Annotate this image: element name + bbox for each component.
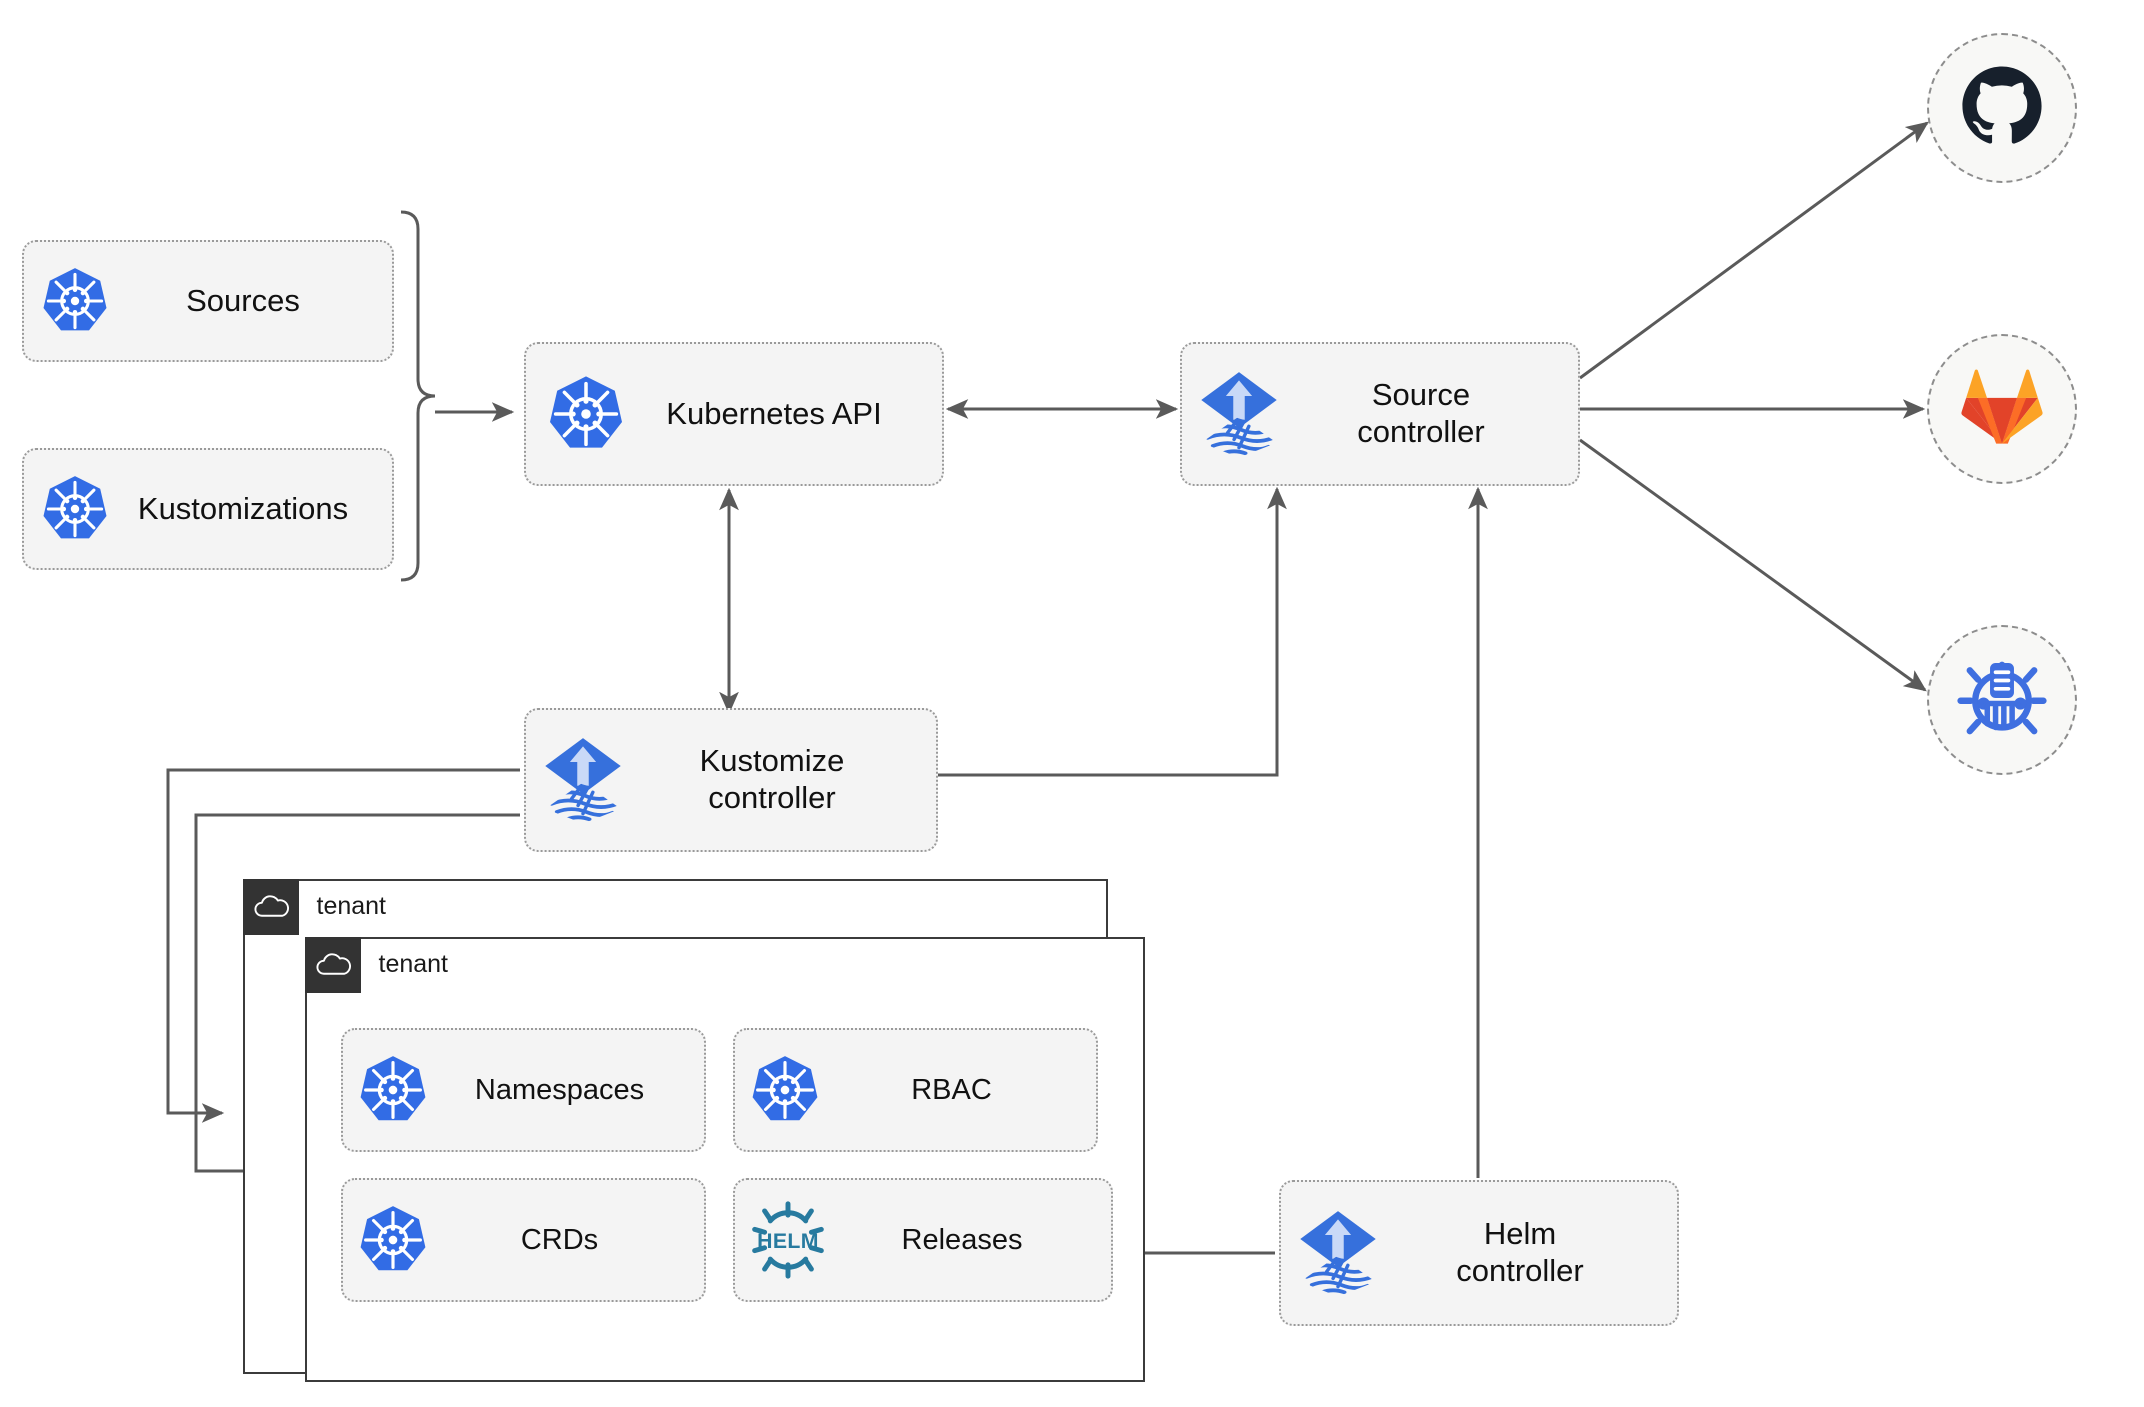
provider-github[interactable] bbox=[1927, 33, 2077, 183]
github-icon bbox=[1959, 63, 2045, 154]
node-rbac-label: RBAC bbox=[911, 1073, 992, 1106]
node-source-controller[interactable]: Source controller bbox=[1180, 342, 1580, 486]
provider-helm-repository[interactable] bbox=[1927, 625, 2077, 775]
tenant-1-title: tenant bbox=[316, 892, 387, 920]
inputs-bracket bbox=[400, 210, 436, 582]
kubernetes-icon bbox=[357, 1204, 429, 1276]
provider-gitlab[interactable] bbox=[1927, 334, 2077, 484]
node-kustomizations[interactable]: Kustomizations bbox=[22, 448, 394, 570]
gitlab-icon bbox=[1960, 367, 2044, 452]
node-kubernetes-api-label: Kubernetes API bbox=[666, 395, 882, 431]
kubernetes-icon bbox=[546, 374, 626, 454]
node-releases[interactable]: Releases bbox=[733, 1178, 1113, 1302]
helm-repository-icon bbox=[1956, 652, 2048, 749]
cloud-icon bbox=[304, 936, 361, 993]
edge-source-github bbox=[1579, 121, 1929, 380]
tenant-2-header: tenant bbox=[304, 936, 449, 993]
cloud-icon bbox=[242, 878, 299, 935]
kubernetes-icon bbox=[40, 266, 110, 336]
kubernetes-icon bbox=[357, 1054, 429, 1126]
edge-kustomize-source bbox=[938, 486, 1287, 777]
node-crds-label: CRDs bbox=[520, 1223, 599, 1256]
node-kustomizations-label: Kustomizations bbox=[137, 490, 349, 526]
tenant-2-title: tenant bbox=[378, 950, 449, 978]
kubernetes-icon bbox=[749, 1054, 821, 1126]
node-kustomize-controller[interactable]: Kustomize controller bbox=[524, 708, 938, 852]
node-source-controller-label: Source controller bbox=[1357, 377, 1485, 449]
edge-source-helmrepo bbox=[1579, 438, 1927, 692]
flux-icon bbox=[542, 734, 624, 826]
node-crds[interactable]: CRDs bbox=[341, 1178, 706, 1302]
node-rbac[interactable]: RBAC bbox=[733, 1028, 1098, 1152]
node-kubernetes-api[interactable]: Kubernetes API bbox=[524, 342, 944, 486]
node-helm-controller[interactable]: Helm controller bbox=[1279, 1180, 1679, 1326]
flux-icon bbox=[1297, 1207, 1379, 1299]
helm-icon bbox=[749, 1201, 827, 1279]
tenant-frame-2: tenant bbox=[304, 936, 1145, 1382]
node-kustomize-controller-label: Kustomize controller bbox=[699, 743, 845, 815]
flux-icon bbox=[1198, 368, 1280, 460]
node-helm-controller-label: Helm controller bbox=[1456, 1216, 1584, 1288]
node-namespaces[interactable]: Namespaces bbox=[341, 1028, 706, 1152]
kubernetes-icon bbox=[40, 474, 110, 544]
node-sources[interactable]: Sources bbox=[22, 240, 394, 362]
node-releases-label: Releases bbox=[901, 1223, 1023, 1256]
node-sources-label: Sources bbox=[186, 282, 300, 318]
node-namespaces-label: Namespaces bbox=[474, 1073, 645, 1106]
tenant-1-header: tenant bbox=[242, 878, 387, 935]
